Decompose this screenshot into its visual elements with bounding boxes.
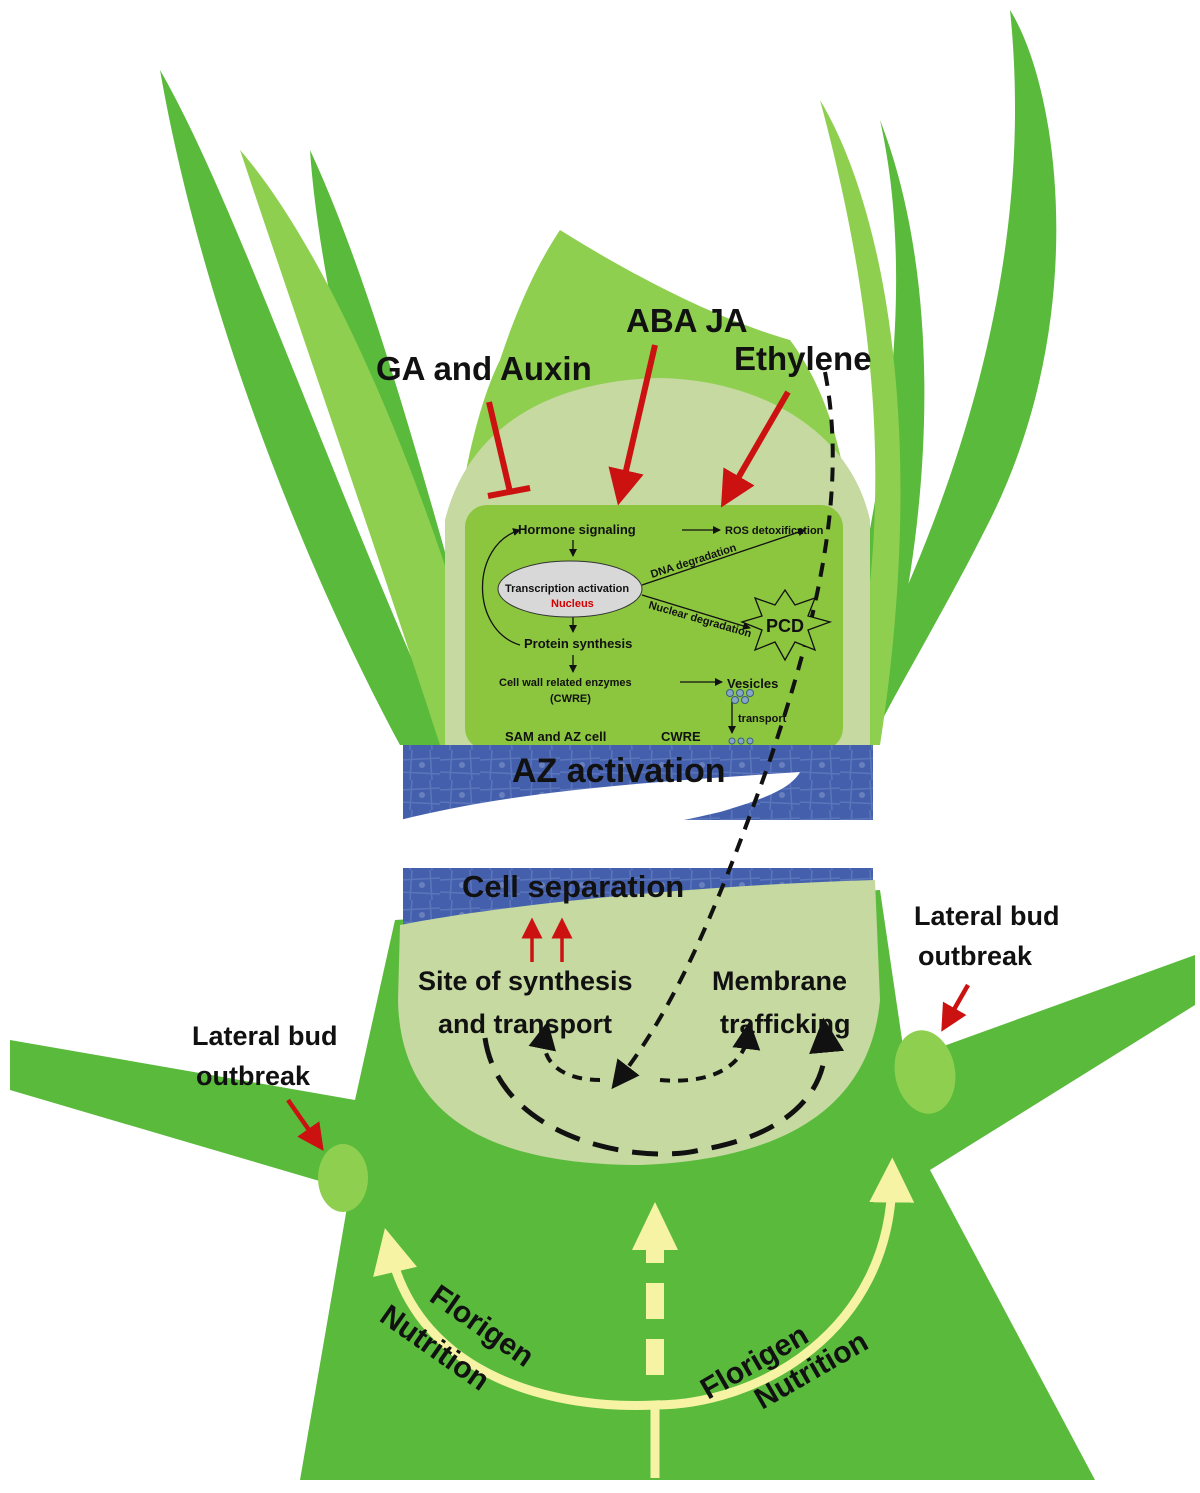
lateral-bud-left (318, 1144, 368, 1212)
label-ga-auxin: GA and Auxin (376, 350, 592, 387)
outer-leaf-right-2 (820, 120, 925, 745)
outer-leaf-right (830, 10, 1057, 745)
label-aba-ja: ABA JA (626, 302, 748, 339)
ethylene-dashed-path (611, 371, 835, 1090)
arrow-nuclear-degradation (641, 594, 751, 630)
label-az-activation: AZ activation (512, 752, 725, 790)
label-nucleus: Nucleus (551, 598, 594, 610)
label-left-bud-line2: outbreak (196, 1061, 311, 1091)
label-membrane-line2: trafficking (720, 1009, 851, 1039)
lateral-bud-right (894, 1030, 956, 1114)
label-site-line1: Site of synthesis (418, 966, 633, 996)
label-left-bud-line1: Lateral bud (192, 1021, 338, 1051)
label-right-bud-line1: Lateral bud (914, 901, 1060, 931)
aba-ja-arrow (608, 344, 658, 506)
ga-auxin-inhibit-bar (487, 485, 531, 499)
vesicle-dots (726, 689, 754, 745)
trafficking-arrow-left (528, 1021, 601, 1082)
separation-crack (400, 772, 800, 870)
florigen-flow-left (373, 1228, 660, 1478)
lower-pale-region (398, 880, 880, 1165)
arrow-feedback-loop (481, 528, 521, 646)
label-cell-separation: Cell separation (462, 869, 684, 904)
label-sam-az: SAM and AZ cell (505, 729, 606, 744)
florigen-flow-center-head (632, 1202, 678, 1250)
florigen-flow-right (654, 1157, 915, 1410)
label-membrane-line1: Membrane (712, 966, 847, 996)
label-cwre-line1: Cell wall related enzymes (499, 677, 632, 689)
label-hormone-signaling: Hormone signaling (518, 522, 636, 537)
label-vesicles: Vesicles (727, 676, 778, 691)
label-right-bud-line2: outbreak (918, 941, 1033, 971)
label-pcd: PCD (766, 616, 804, 636)
stem (10, 890, 1195, 1480)
label-ethylene: Ethylene (734, 340, 872, 377)
label-transport: transport (738, 713, 787, 725)
outer-leaf-left (160, 70, 450, 745)
inner-leaf-right (820, 100, 901, 745)
left-bud-arrow (286, 1098, 324, 1152)
right-bud-arrow (941, 983, 970, 1032)
pcd-burst (740, 588, 833, 662)
label-ros: ROS detoxification (725, 525, 824, 537)
inner-leaf-left (240, 150, 500, 745)
ethylene-arrow (720, 390, 791, 508)
ga-auxin-inhibit-line (486, 401, 513, 493)
nucleus-ellipse (497, 560, 643, 618)
label-transcription: Transcription activation (505, 583, 629, 595)
label-protein-synthesis: Protein synthesis (524, 636, 632, 651)
label-cwre: CWRE (661, 729, 701, 744)
arrow-dna-degradation (641, 528, 806, 586)
label-site-line2: and transport (438, 1009, 612, 1039)
trafficking-loop (482, 1017, 844, 1157)
label-cwre-line2: (CWRE) (550, 693, 591, 705)
